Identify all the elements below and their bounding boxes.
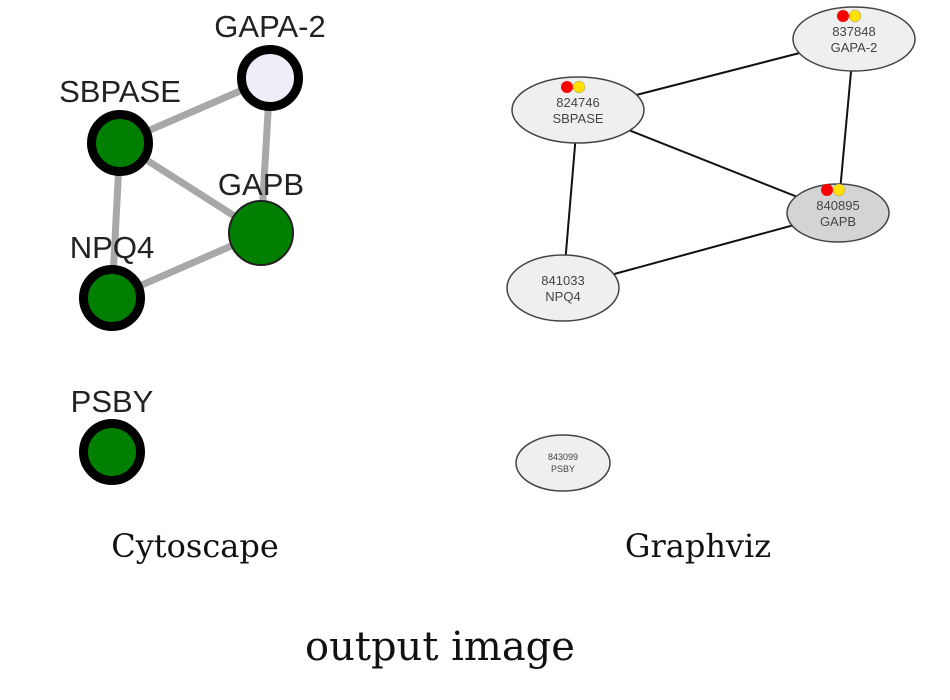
yellow-marker-icon	[848, 9, 862, 23]
graphviz-caption: Graphviz	[625, 527, 771, 565]
node-label: NPQ4	[70, 230, 154, 265]
node-code: 843099	[548, 452, 578, 462]
node-circle	[87, 110, 153, 176]
node-code: 837848	[832, 24, 875, 39]
node-circle	[79, 419, 145, 485]
yellow-marker-icon	[572, 80, 586, 94]
red-marker-icon	[561, 81, 573, 93]
node-code: 840895	[816, 198, 859, 213]
cytoscape-node[interactable]: GAPB	[218, 167, 304, 266]
cytoscape-node[interactable]: PSBY	[71, 384, 154, 485]
node-circle	[228, 200, 294, 266]
graphviz-edges	[562, 38, 855, 289]
node-ellipse	[506, 254, 620, 322]
node-circle	[79, 265, 145, 331]
node-ellipse	[511, 76, 645, 144]
node-ellipse	[792, 6, 916, 72]
footer-title: output image	[305, 624, 575, 670]
node-label: GAPA-2	[831, 40, 878, 55]
node-code: 824746	[556, 95, 599, 110]
cytoscape-caption: Cytoscape	[111, 527, 279, 565]
node-circle	[237, 45, 303, 111]
yellow-marker-icon	[832, 183, 846, 197]
red-marker-icon	[837, 10, 849, 22]
red-marker-icon	[821, 184, 833, 196]
node-label: GAPB	[218, 167, 304, 202]
node-label: GAPA-2	[214, 9, 325, 44]
node-label: NPQ4	[545, 289, 580, 304]
node-code: 841033	[541, 273, 584, 288]
node-ellipse	[515, 434, 611, 492]
cytoscape-node[interactable]: SBPASE	[59, 74, 181, 176]
node-label: SBPASE	[59, 74, 181, 109]
node-label: GAPB	[820, 214, 856, 229]
node-label: SBPASE	[552, 111, 603, 126]
cytoscape-node[interactable]: GAPA-2	[214, 9, 326, 111]
node-label: PSBY	[71, 384, 154, 419]
cytoscape-node[interactable]: NPQ4	[70, 230, 154, 331]
node-label: PSBY	[551, 464, 575, 474]
